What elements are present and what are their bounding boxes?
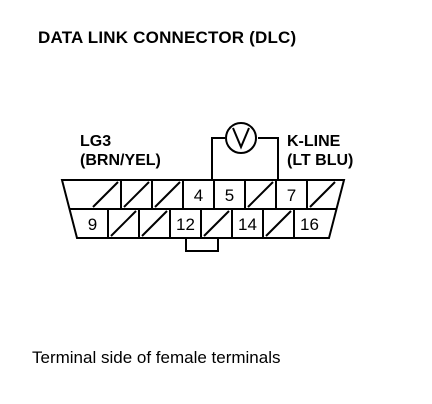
pin-label-7: 7 xyxy=(287,186,296,205)
pin-cells xyxy=(92,180,336,238)
lg3-wire-color: (BRN/YEL) xyxy=(80,152,161,169)
empty-cavity-hatch xyxy=(110,210,137,237)
k-line-wire-color: (LT BLU) xyxy=(287,152,354,169)
k-line-name: K-LINE xyxy=(287,133,341,150)
pin-label-12: 12 xyxy=(176,215,195,234)
empty-cavity-hatch xyxy=(123,181,150,208)
caption: Terminal side of female terminals xyxy=(32,348,281,367)
keying-tab xyxy=(185,238,219,252)
pin-label-14: 14 xyxy=(238,215,257,234)
lg3-label: LG3 (BRN/YEL) xyxy=(80,132,161,170)
pin-label-5: 5 xyxy=(225,186,234,205)
pin-label-4: 4 xyxy=(194,186,203,205)
empty-cavity-hatch xyxy=(154,181,181,208)
diagram-title: DATA LINK CONNECTOR (DLC) xyxy=(38,28,297,47)
pin-labels: 4 5 7 9 12 14 16 xyxy=(88,186,319,234)
pin-label-16: 16 xyxy=(300,215,319,234)
lg3-name: LG3 xyxy=(80,133,112,150)
k-line-label: K-LINE (LT BLU) xyxy=(287,132,353,170)
empty-cavity-hatch xyxy=(265,210,292,237)
empty-cavity-hatch xyxy=(247,181,274,208)
empty-cavity-hatch xyxy=(141,210,168,237)
empty-cavity-hatch xyxy=(203,210,230,237)
pin-label-9: 9 xyxy=(88,215,97,234)
voltmeter-icon xyxy=(225,122,257,154)
voltmeter-wiring xyxy=(211,137,279,180)
empty-cavity-hatch xyxy=(309,181,336,208)
empty-cavity-hatch xyxy=(92,181,119,208)
